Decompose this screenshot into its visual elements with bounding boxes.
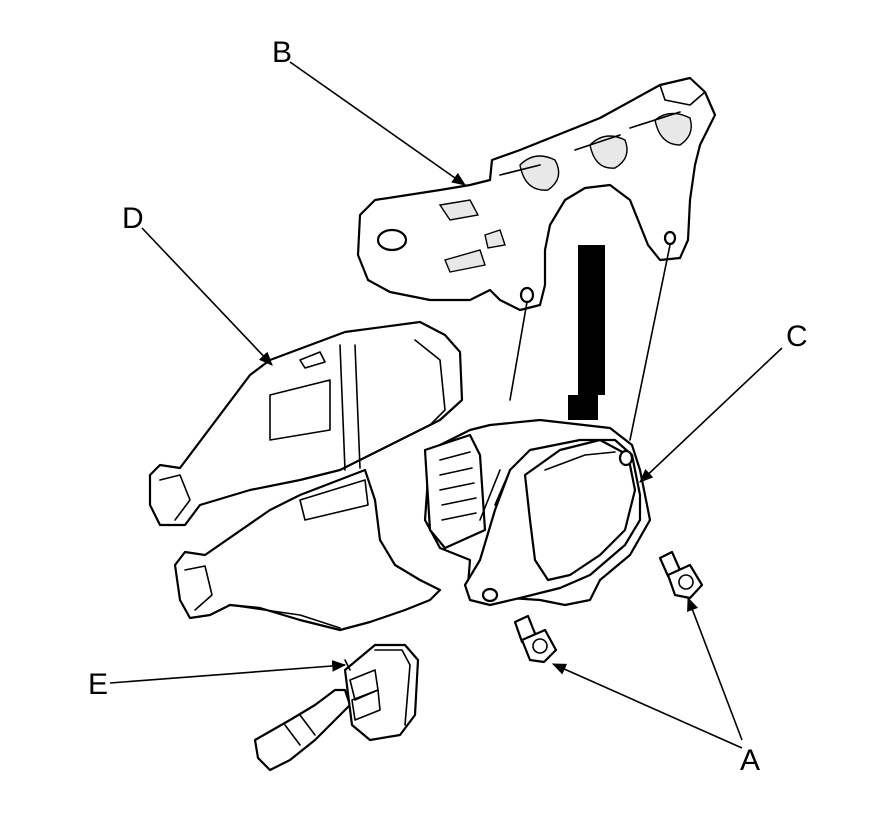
leader-a-lower — [551, 663, 743, 749]
bolt-a-upper — [658, 550, 704, 600]
leader-c — [639, 347, 783, 483]
label-e: E — [88, 668, 108, 701]
label-c: C — [786, 320, 808, 353]
label-b: B — [272, 36, 292, 69]
projection-line — [509, 301, 528, 401]
projection-line — [629, 244, 671, 441]
cover-d — [148, 320, 464, 632]
label-d: D — [122, 202, 144, 235]
bracket-b — [356, 76, 717, 312]
leader-a-upper — [687, 596, 743, 741]
connector-e — [253, 643, 420, 772]
bolt-a-lower — [513, 614, 558, 664]
leader-b — [289, 61, 466, 186]
label-a: A — [740, 744, 760, 777]
unit-c — [423, 418, 652, 607]
install-direction-arrow — [568, 245, 605, 420]
leader-d — [141, 227, 273, 366]
leader-e — [109, 660, 347, 684]
